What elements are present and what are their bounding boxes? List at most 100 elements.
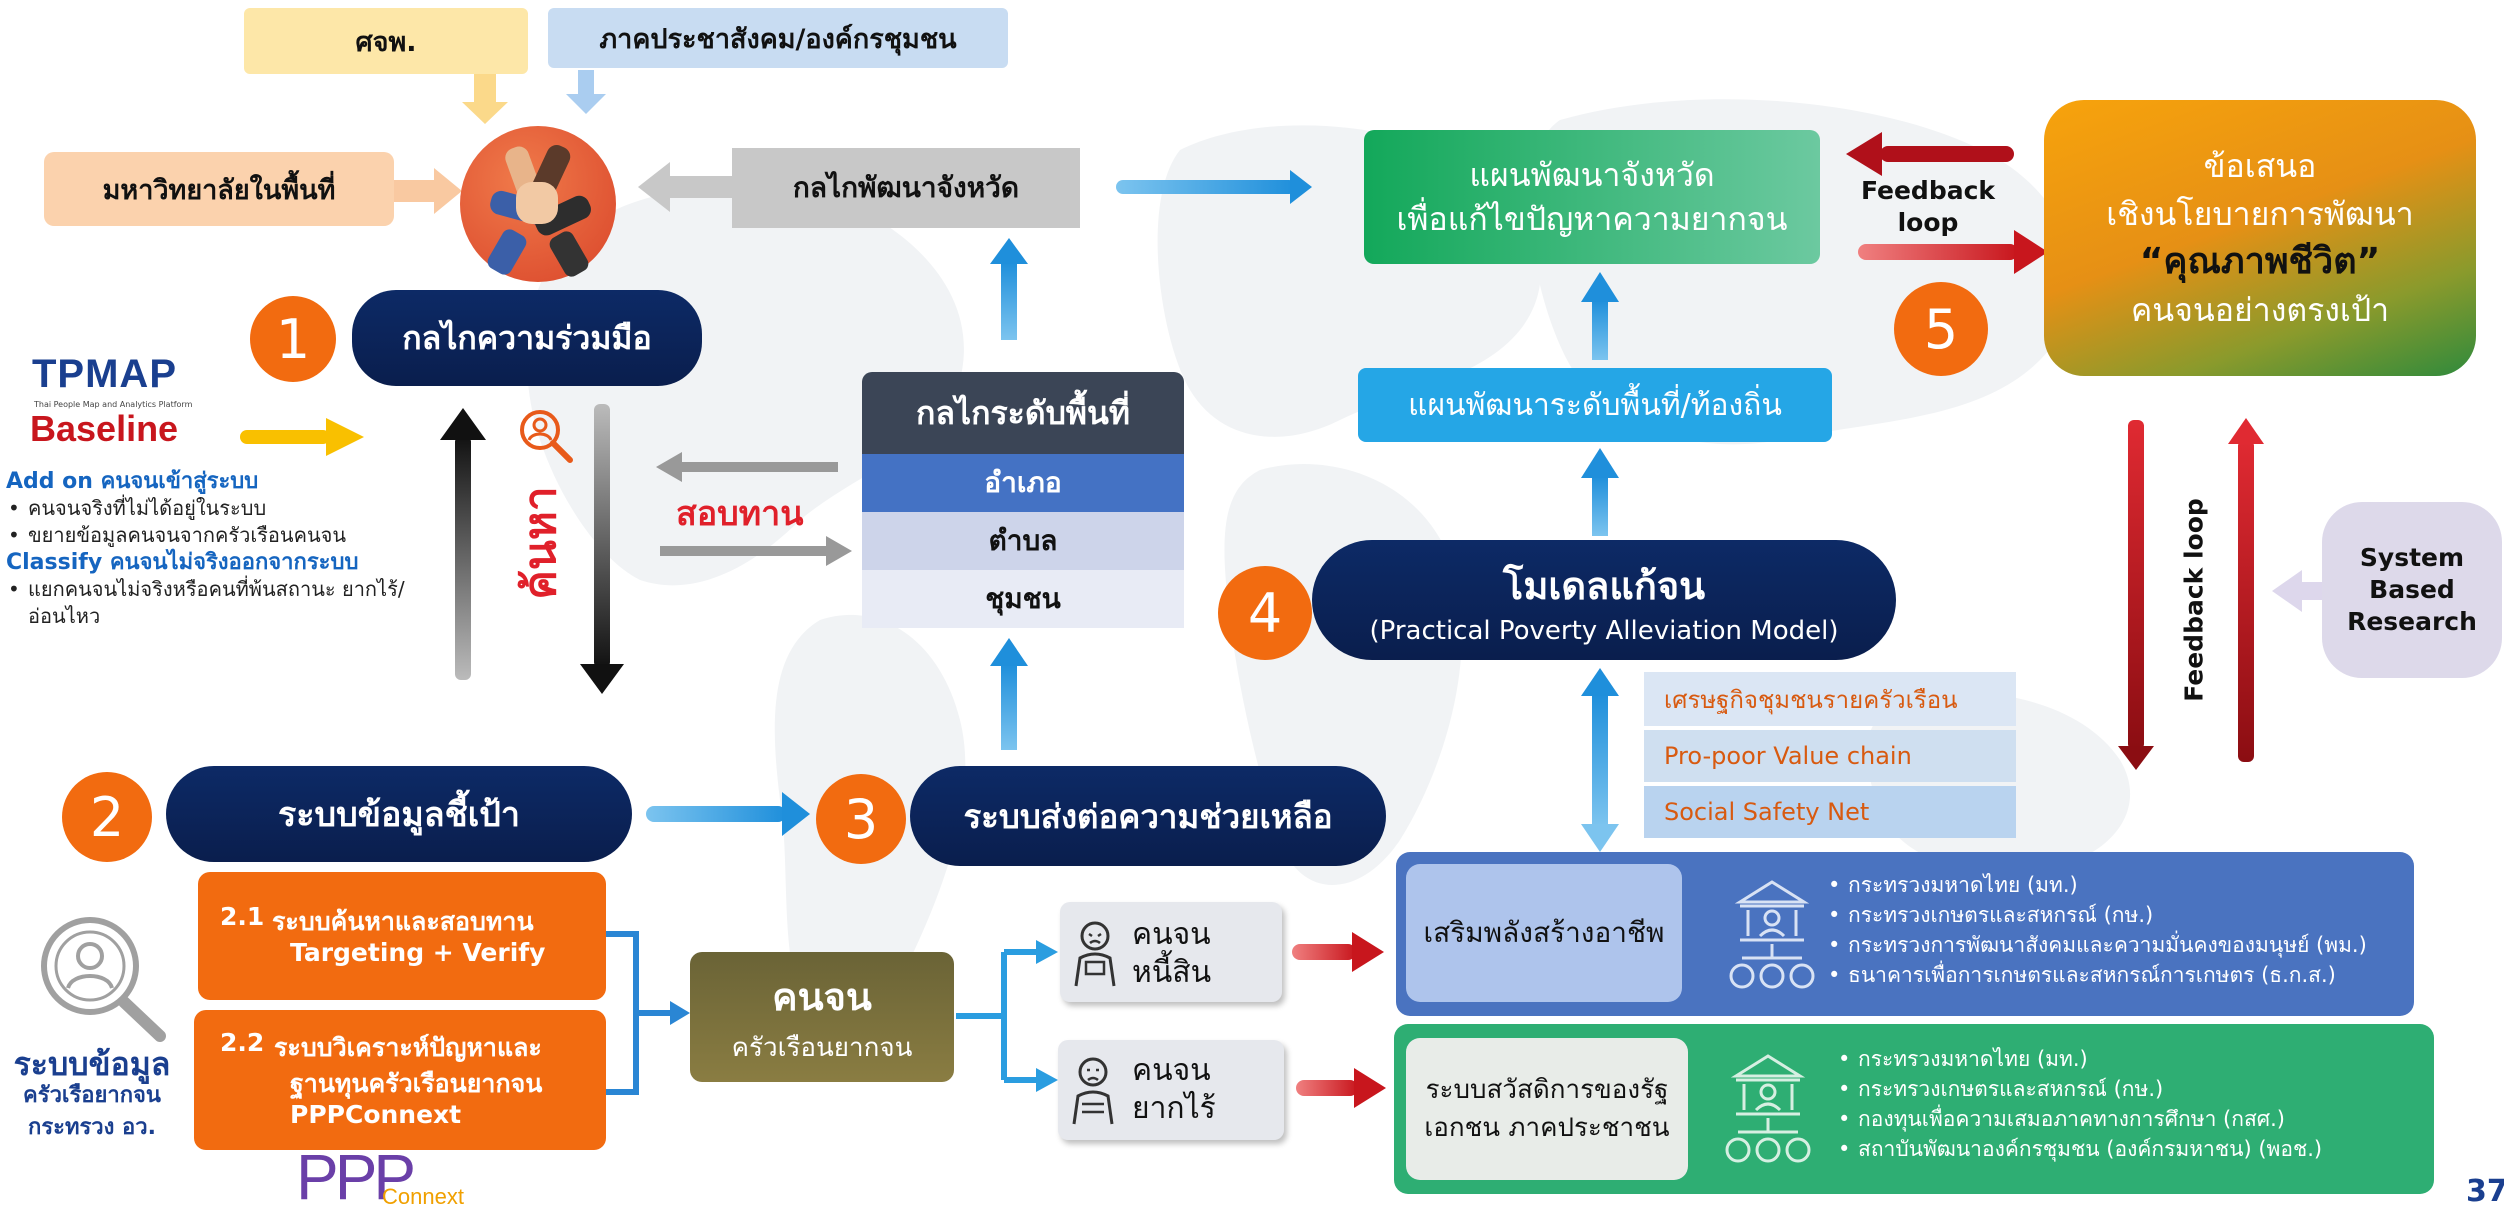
tpmap-logo-subtitle: Thai People Map and Analytics Platform	[34, 400, 193, 409]
sad-person-icon	[1068, 1054, 1118, 1126]
arrow-search-up	[440, 408, 486, 680]
step-3-badge: 3	[816, 774, 906, 864]
tpmap-notes: Add on คนจนเข้าสู่ระบบ คนจนจริงที่ไม่ได้…	[6, 468, 406, 630]
debt-poor-label: คนจน หนี้สิน	[1132, 916, 1211, 992]
debt-line2: หนี้สิน	[1132, 955, 1212, 990]
arrow-to-destitute	[1036, 1068, 1058, 1092]
arrow-feedback-up	[2228, 418, 2264, 762]
subsystem-21-number: 2.1	[220, 902, 265, 931]
tpmap-logo-text: TPMAP	[32, 352, 177, 396]
model-component-1: เศรษฐกิจชุมชนรายครัวเรือน	[1644, 672, 2016, 726]
data-system-title: ระบบข้อมูล	[13, 1045, 171, 1083]
cooperation-mechanism-pill: กลไกความร่วมมือ	[352, 290, 702, 386]
step-2-badge: 2	[62, 772, 152, 862]
local-plan-box: แผนพัฒนาระดับพื้นที่/ท้องถิ่น	[1358, 368, 1832, 442]
arrow-feedback-left	[1846, 132, 2014, 176]
local-mechanism-box: กลไกระดับพื้นที่ อำเภอ ตำบล ชุมชน	[862, 372, 1184, 628]
arrow-model-to-local-plan	[1581, 448, 1619, 536]
worried-person-icon	[1070, 918, 1120, 988]
empower-agency-item: กระทรวงการพัฒนาสังคมและความมั่นคงของมนุษ…	[1826, 930, 2367, 960]
civil-society-box: ภาคประชาสังคม/องค์กรชุมชน	[548, 8, 1008, 68]
arrow-local-plan-to-province-plan	[1581, 272, 1619, 360]
empower-agency-item: กระทรวงเกษตรและสหกรณ์ (กษ.)	[1826, 900, 2367, 930]
model-title: โมเดลแก้จน	[1502, 563, 1706, 608]
arrow-local-to-province-mech	[990, 238, 1028, 340]
government-network-icon	[1724, 872, 1820, 996]
welfare-agency-item: กองทุนเพื่อความเสมอภาคทางการศึกษา (กสศ.)	[1836, 1104, 2322, 1134]
debt-poor-box: คนจน หนี้สิน	[1060, 902, 1282, 1002]
debt-line1: คนจน	[1132, 917, 1211, 952]
feedback-line1: Feedback	[1860, 176, 1996, 205]
province-plan-line1: แผนพัฒนาจังหวัด	[1469, 156, 1715, 194]
step-1-badge: 1	[250, 296, 336, 382]
empower-label: เสริมพลังสร้างอาชีพ	[1406, 864, 1682, 1002]
subsystem-search-verify: 2.1 ระบบค้นหาและสอบทาน Targeting + Verif…	[198, 872, 606, 1000]
subsystem-analysis: 2.2 ระบบวิเคราะห์ปัญหาและ ฐานทุนครัวเรือ…	[194, 1010, 606, 1150]
welfare-label: ระบบสวัสดิการของรัฐ เอกชน ภาคประชาชน	[1406, 1038, 1688, 1180]
level-subdistrict: ตำบล	[862, 512, 1184, 570]
bracket-poor-to-groups	[956, 949, 1040, 1083]
destitute-poor-box: คนจน ยากไร้	[1058, 1040, 1284, 1140]
subsystem-21-line1: ระบบค้นหาและสอบทาน	[272, 907, 534, 936]
poor-subtitle: ครัวเรือนยากจน	[731, 1033, 913, 1063]
welfare-agencies-panel: ระบบสวัสดิการของรัฐ เอกชน ภาคประชาชน กระ…	[1394, 1024, 2434, 1194]
destitute-line2: ยากไร้	[1132, 1091, 1216, 1126]
arrow-verify-left	[656, 452, 838, 482]
classify-list: แยกคนจนไม่จริงหรือคนที่พ้นสถานะ ยากไร้/อ…	[6, 576, 406, 630]
step-5-badge: 5	[1894, 282, 1988, 376]
province-mechanism-box: กลไกพัฒนาจังหวัด	[732, 148, 1080, 228]
proposal-line1: ข้อเสนอ	[2203, 147, 2317, 185]
classify-item: แยกคนจนไม่จริงหรือคนที่พ้นสถานะ ยากไร้/อ…	[6, 576, 406, 630]
welfare-agency-item: กระทรวงมหาดไทย (มท.)	[1836, 1044, 2322, 1074]
tpmap-logo: TPMAP Thai People Map and Analytics Plat…	[28, 352, 228, 452]
subsystem-22-line2: ฐานทุนครัวเรือนยากจน	[290, 1069, 543, 1098]
addon-list: คนจนจริงที่ไม่ได้อยู่ในระบบ ขยายข้อมูลคน…	[6, 495, 406, 549]
arrow-referral-to-local-mech	[990, 638, 1028, 750]
classify-title: Classify คนจนไม่จริงออกจากระบบ	[6, 550, 359, 575]
province-plan-line2: เพื่อแก้ไขปัญหาความยากจน	[1396, 200, 1788, 238]
ppp-logo-big: PPP	[296, 1141, 416, 1213]
arrow-to-poor	[670, 1001, 690, 1025]
arrow-civil-down	[566, 70, 606, 114]
empower-agency-item: ธนาคารเพื่อการเกษตรและสหกรณ์การเกษตร (ธ.…	[1826, 960, 2367, 990]
empower-agency-item: กระทรวงมหาดไทย (มท.)	[1826, 870, 2367, 900]
arrow-university-right	[392, 168, 462, 214]
empower-agencies-panel: เสริมพลังสร้างอาชีพ กระทรวงมหาดไทย (มท.)…	[1396, 852, 2414, 1016]
university-box: มหาวิทยาลัยในพื้นที่	[44, 152, 394, 226]
poor-household-box: คนจน ครัวเรือนยากจน	[690, 952, 954, 1082]
welfare-label-line1: ระบบสวัสดิการของรัฐ	[1425, 1075, 1669, 1105]
page-number: 37	[2466, 1174, 2504, 1209]
verify-label: สอบทาน	[676, 494, 804, 534]
arrow-feedback-down	[2118, 420, 2154, 770]
step-4-badge: 4	[1218, 566, 1312, 660]
model-component-3: Social Safety Net	[1644, 786, 2016, 838]
system-based-research-box: System Based Research	[2322, 502, 2502, 678]
vertical-feedback-wrapper: Feedback loop	[2168, 490, 2220, 710]
addon-title: Add on คนจนเข้าสู่ระบบ	[6, 469, 259, 494]
search-label-wrapper: ค้นหา	[500, 468, 580, 618]
empower-agency-list: กระทรวงมหาดไทย (มท.) กระทรวงเกษตรและสหกร…	[1826, 870, 2367, 990]
ppp-connext-logo: PPP Connext	[296, 1141, 516, 1213]
arrow-tcp-down	[462, 70, 508, 124]
poor-title: คนจน	[772, 975, 872, 1019]
province-plan-box: แผนพัฒนาจังหวัด เพื่อแก้ไขปัญหาความยากจน	[1364, 130, 1820, 264]
arrow-debt-to-empower	[1292, 932, 1384, 972]
baseline-label: Baseline	[30, 408, 179, 449]
targeting-data-system-pill: ระบบข้อมูลชี้เป้า	[166, 766, 632, 862]
subsystem-22-number: 2.2	[220, 1028, 265, 1057]
policy-proposal-box: ข้อเสนอ เชิงนโยบายการพัฒนา “คุณภาพชีวิต”…	[2044, 100, 2476, 376]
proposal-line2: เชิงนโยบายการพัฒนา	[2106, 195, 2414, 233]
arrow-model-agencies-bidirectional	[1581, 668, 1619, 852]
research-line2: Based	[2369, 575, 2455, 604]
research-line1: System	[2359, 543, 2465, 572]
ppp-logo-small: Connext	[382, 1184, 464, 1209]
feedback-line2: loop	[1897, 208, 1959, 237]
poverty-model-pill: โมเดลแก้จน (Practical Poverty Alleviatio…	[1312, 540, 1896, 660]
tcp-box: ศจพ.	[244, 8, 528, 74]
local-mechanism-title: กลไกระดับพื้นที่	[862, 372, 1184, 454]
government-network-icon	[1720, 1046, 1816, 1170]
arrow-tpmap-right	[240, 418, 364, 456]
welfare-agency-item: สถาบันพัฒนาองค์กรชุมชน (องค์กรมหาชน) (พอ…	[1836, 1134, 2322, 1164]
feedback-loop-label: Feedback loop	[1860, 172, 1996, 242]
destitute-line1: คนจน	[1132, 1053, 1211, 1088]
